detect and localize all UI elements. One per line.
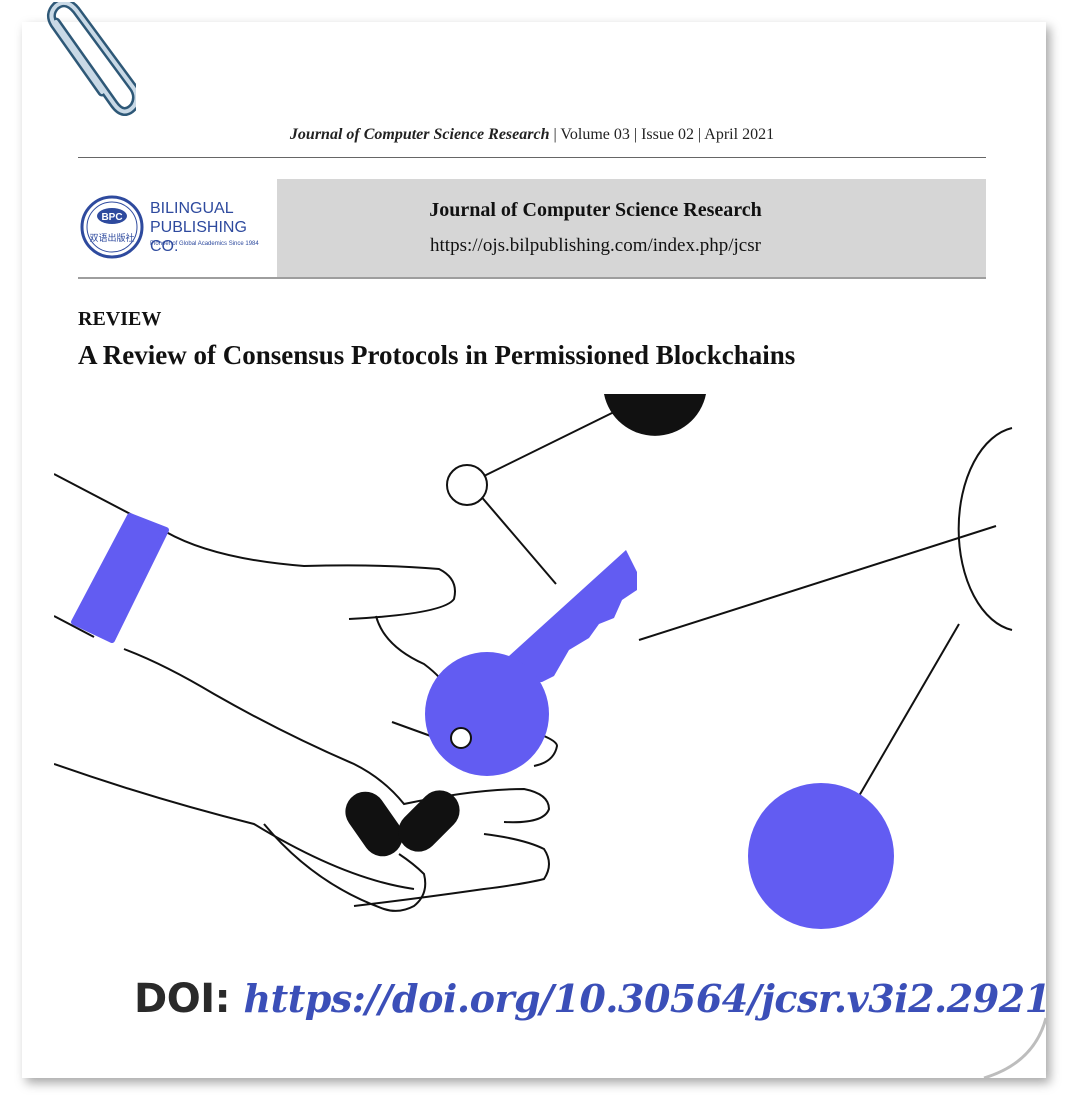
article-title: A Review of Consensus Protocols in Permi… [78, 340, 796, 370]
doi-link[interactable]: https://doi.org/10.30564/jcsr.v3i2.2921 [243, 976, 1052, 1021]
token-black [345, 791, 403, 857]
header-rule [78, 157, 986, 158]
key-icon [425, 550, 637, 776]
page-curl [976, 1008, 1046, 1078]
publisher-logo-icon: BPC 双语出版社 [80, 195, 144, 259]
publisher-name-line1: BILINGUAL [150, 200, 234, 217]
network-node-small [446, 464, 488, 506]
publisher-logo: BPC 双语出版社 BILINGUAL PUBLISHING CO. Pione… [78, 179, 277, 277]
badge-cn-text: 双语出版社 [89, 232, 134, 244]
article-type: REVIEW [78, 308, 162, 330]
wristband [71, 513, 169, 643]
journal-banner: BPC 双语出版社 BILINGUAL PUBLISHING CO. Pione… [78, 179, 986, 279]
network-node-purple [748, 783, 894, 929]
token-black [398, 790, 460, 852]
network-node-large [957, 427, 1013, 631]
paperclip-icon [46, 2, 136, 116]
network-line [478, 493, 557, 585]
badge-text: BPC [101, 212, 122, 223]
publisher-name: BILINGUAL PUBLISHING CO. [150, 199, 277, 256]
doi-label: DOI: [134, 976, 231, 1022]
running-journal-name: Journal of Computer Science Research [289, 126, 550, 143]
network-line [858, 623, 960, 797]
network-line [483, 411, 615, 477]
running-header: Journal of Computer Science Research | V… [78, 126, 986, 144]
network-node-black [604, 394, 706, 436]
banner-journal-url[interactable]: https://ojs.bilpublishing.com/index.php/… [430, 235, 761, 256]
network-line [638, 525, 997, 641]
doi-line: DOI: https://doi.org/10.30564/jcsr.v3i2.… [134, 976, 1051, 1022]
illustration-hand-key [54, 394, 1013, 929]
publisher-tagline: Pioneer of Global Academics Since 1984 [150, 241, 259, 247]
publisher-name-line2: PUBLISHING CO. [150, 219, 247, 255]
running-issue-info: | Volume 03 | Issue 02 | April 2021 [553, 126, 775, 143]
banner-journal-title: Journal of Computer Science Research [429, 199, 762, 221]
